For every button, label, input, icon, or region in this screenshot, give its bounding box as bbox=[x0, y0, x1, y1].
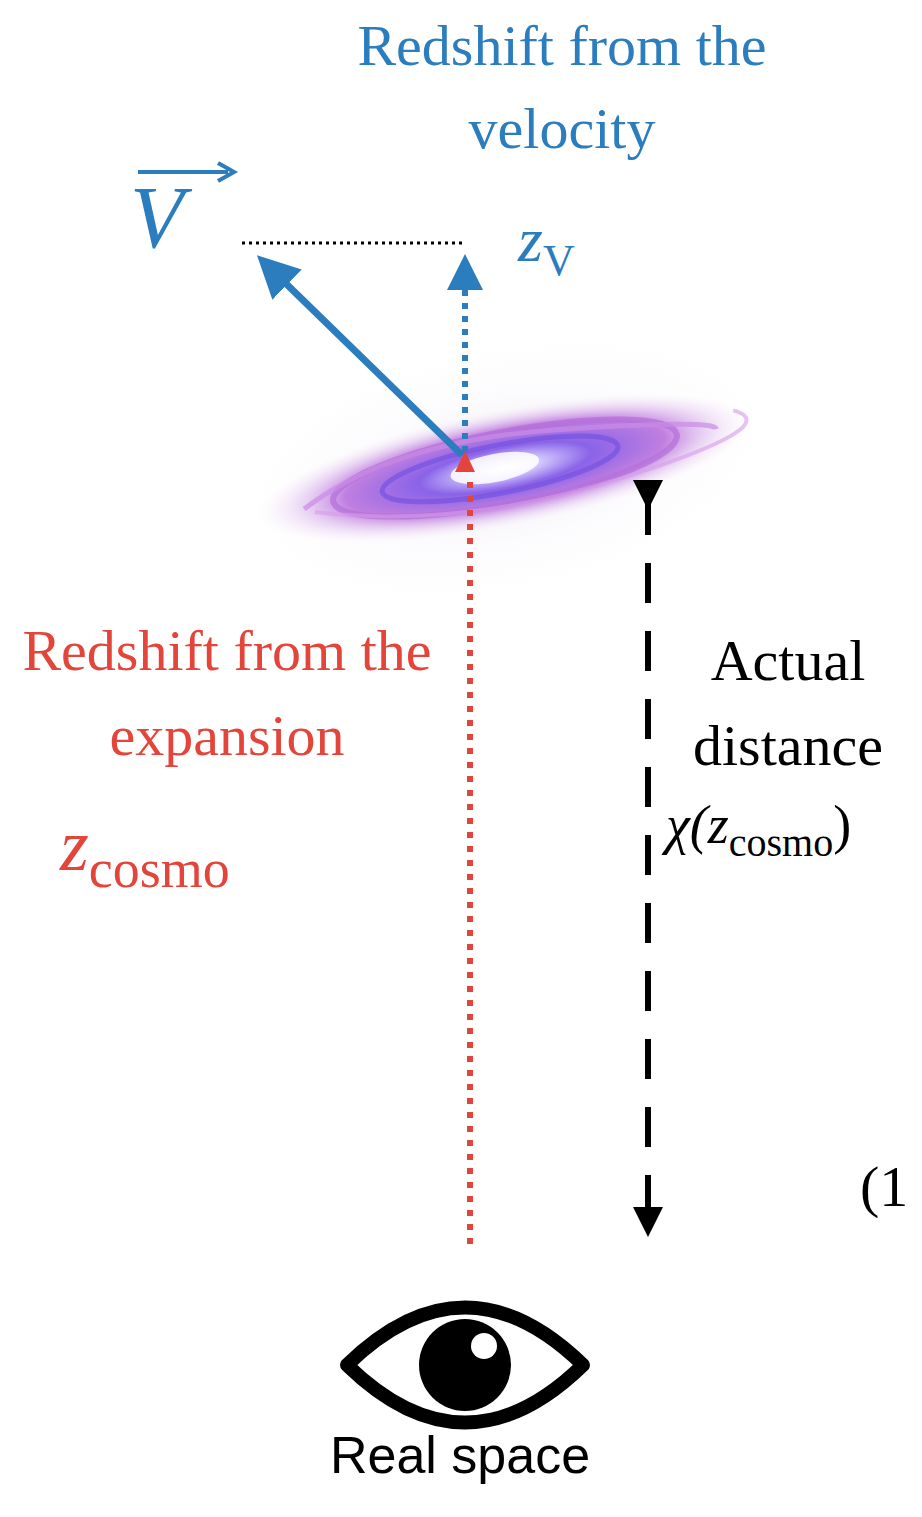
redshift-symbol: zcosmo bbox=[60, 800, 230, 914]
projection-line bbox=[242, 242, 462, 245]
label-text: Actual distance bbox=[693, 628, 883, 778]
vector-overarrow-head bbox=[218, 163, 234, 181]
label-text: Redshift from the expansion bbox=[22, 618, 431, 768]
vector-symbol: V bbox=[130, 168, 184, 268]
label-text: Redshift from the velocity bbox=[357, 13, 766, 161]
expansion-line bbox=[467, 482, 473, 1248]
label-text: z bbox=[60, 804, 89, 886]
velocity-component bbox=[462, 272, 468, 452]
equation-number: (1 bbox=[860, 1152, 908, 1222]
label-text: ) bbox=[833, 795, 851, 855]
subscript: cosmo bbox=[89, 839, 230, 899]
distance-label: Actual distance bbox=[660, 618, 916, 788]
redshift-symbol: zV bbox=[518, 200, 575, 301]
panel-label: Real space bbox=[260, 1420, 660, 1490]
label-text: χ(z bbox=[666, 795, 729, 855]
eye-icon bbox=[347, 1308, 583, 1423]
distance-formula: χ(zcosmo) bbox=[666, 790, 851, 878]
label-text: V bbox=[130, 169, 184, 266]
label-text: z bbox=[518, 204, 543, 275]
galaxy bbox=[184, 273, 826, 662]
subscript: cosmo bbox=[729, 820, 833, 865]
label-text: (1 bbox=[860, 1154, 908, 1219]
label-text: Real space bbox=[330, 1426, 590, 1484]
heading-label: Redshift from the velocity bbox=[347, 4, 777, 170]
heading-label: Redshift from the expansion bbox=[12, 608, 442, 778]
velocity-arrow bbox=[272, 270, 462, 455]
distance-arrow bbox=[645, 495, 651, 1222]
subscript: V bbox=[543, 236, 575, 285]
